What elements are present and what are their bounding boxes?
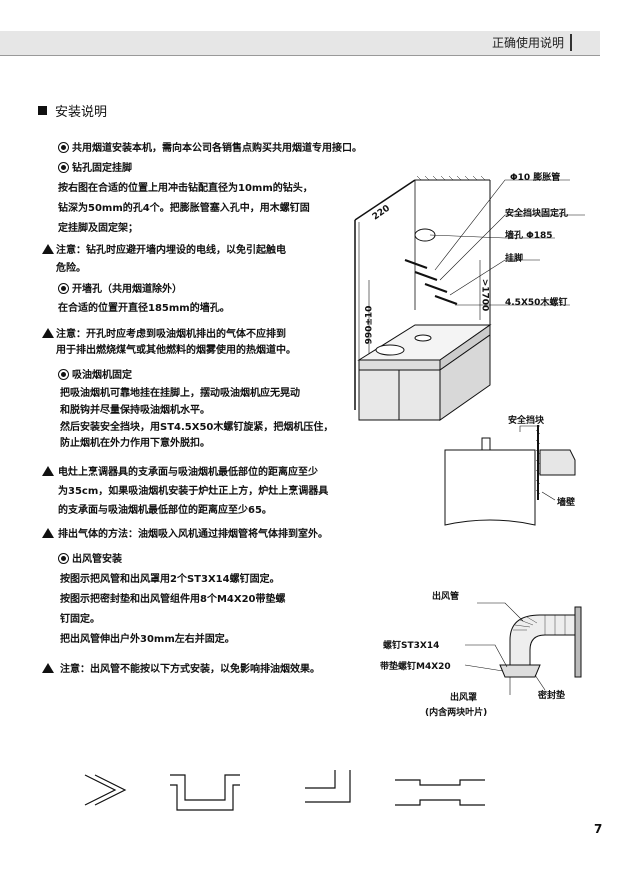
- z-duct-icon: [305, 770, 336, 789]
- text-line: 防止烟机在外力作用下意外脱扣。: [60, 438, 210, 449]
- section-title: 安装说明: [55, 105, 108, 120]
- safety-block-diagram: [444, 425, 576, 526]
- square-bullet-icon: [38, 106, 47, 115]
- warning-icon: [42, 328, 54, 342]
- text-line: 按右图在合适的位置上用冲击钻配直径为10mm的钻头，: [58, 183, 313, 194]
- warning-text: 用于排出燃烧煤气或其他燃料的烟雾使用的热烟道中。: [56, 345, 296, 356]
- warning-text: 注意：开孔时应考虑到吸油烟机排出的气体不应排到: [56, 329, 286, 340]
- warning-text: 危险。: [56, 263, 86, 274]
- label-screw-m4x20: 带垫螺钉M4X20: [380, 662, 451, 672]
- section-title-wrap: 安装说明: [38, 101, 107, 120]
- warning-text: 注意：钻孔时应避开墙内埋设的电线，以免引起触电: [56, 245, 286, 256]
- bullet-icon: [58, 162, 69, 177]
- text-line: 共用烟道安装本机，需向本公司各销售点购买共用烟道专用接口。: [72, 143, 362, 154]
- incorrect-duct-shapes: [84, 770, 485, 811]
- subheading: 钻孔固定挂脚: [72, 163, 132, 174]
- header-title: 正确使用说明: [492, 34, 572, 51]
- label-screw-st3x14: 螺钉ST3X14: [383, 641, 440, 651]
- text-line: 钉固定。: [60, 614, 100, 625]
- text-line: 和脱钩并尽量保持吸油烟机水平。: [60, 405, 210, 416]
- subheading: 开墙孔（共用烟道除外）: [72, 284, 182, 295]
- text-line: 把吸油烟机可靠地挂在挂脚上，摆动吸油烟机应无晃动: [60, 388, 300, 399]
- warning-icon: [42, 528, 54, 542]
- label-safety-block: 安全挡块: [508, 416, 545, 426]
- warning-text: 排出气体的方法：油烟吸入风机通过排烟管将气体排到室外。: [58, 529, 328, 540]
- text-line: 定挂脚及固定架；: [58, 223, 138, 234]
- bullet-icon: [58, 283, 69, 298]
- warning-icon: [42, 466, 54, 480]
- text-line: 在合适的位置开直径185mm的墙孔。: [58, 303, 230, 314]
- text-line: 按图示把风管和出风罩用2个ST3X14螺钉固定。: [60, 574, 280, 585]
- outlet-pipe-diagram: [464, 602, 582, 695]
- warning-icon: [42, 244, 54, 258]
- page-number: 7: [594, 822, 603, 836]
- text-line: 按图示把密封垫和出风管组件用8个M4X20带垫螺: [60, 594, 286, 605]
- warning-text: 的支承面与吸油烟机最低部位的距离应至少65。: [58, 505, 272, 516]
- label-wall-hole: 墙孔 Φ185: [505, 231, 553, 241]
- text-line: 把出风管伸出户外30mm左右并固定。: [60, 634, 235, 645]
- narrow-duct-icon: [395, 779, 485, 786]
- label-seal: 密封垫: [538, 691, 566, 701]
- text-line: 然后安装安全挡块，用ST4.5X50木螺钉旋紧，把烟机压住，: [60, 422, 334, 433]
- label-outlet-pipe: 出风管: [432, 592, 460, 602]
- bullet-icon: [58, 142, 69, 157]
- label-outlet-hood: 出风罩: [450, 693, 478, 703]
- warning-text: 为35cm，如果吸油烟机安装于炉灶正上方，炉灶上烹调器具: [58, 486, 329, 497]
- label-wood-screw: 4.5X50木螺钉: [505, 298, 568, 308]
- label-hood-note: (内含两块叶片): [425, 708, 488, 718]
- bullet-icon: [58, 369, 69, 384]
- dimension-990: 990±10: [364, 305, 375, 345]
- u-duct-icon: [170, 774, 240, 801]
- warning-text: 注意：出风管不能按以下方式安装，以免影响排油烟效果。: [60, 664, 320, 675]
- subheading: 吸油烟机固定: [72, 370, 132, 381]
- label-wall: 墙壁: [557, 498, 576, 508]
- text-line: 钻深为50mm的孔4个。把膨胀管塞入孔中，用木螺钉固: [58, 203, 310, 214]
- warning-text: 电灶上烹调器具的支承面与吸油烟机最低部位的距离应至少: [58, 467, 318, 478]
- label-safety-block-hole: 安全挡块固定孔: [505, 209, 569, 219]
- warning-icon: [42, 663, 54, 677]
- subheading: 出风管安装: [72, 554, 122, 565]
- install-diagram: [354, 175, 585, 421]
- bullet-icon: [58, 553, 69, 568]
- bent-duct-icon: [84, 774, 117, 806]
- dimension-1700: >1700: [479, 278, 490, 312]
- label-hook: 挂脚: [505, 254, 524, 264]
- label-expansion-tube: Φ10 膨胀管: [510, 173, 561, 183]
- header-band: 正确使用说明: [0, 31, 600, 56]
